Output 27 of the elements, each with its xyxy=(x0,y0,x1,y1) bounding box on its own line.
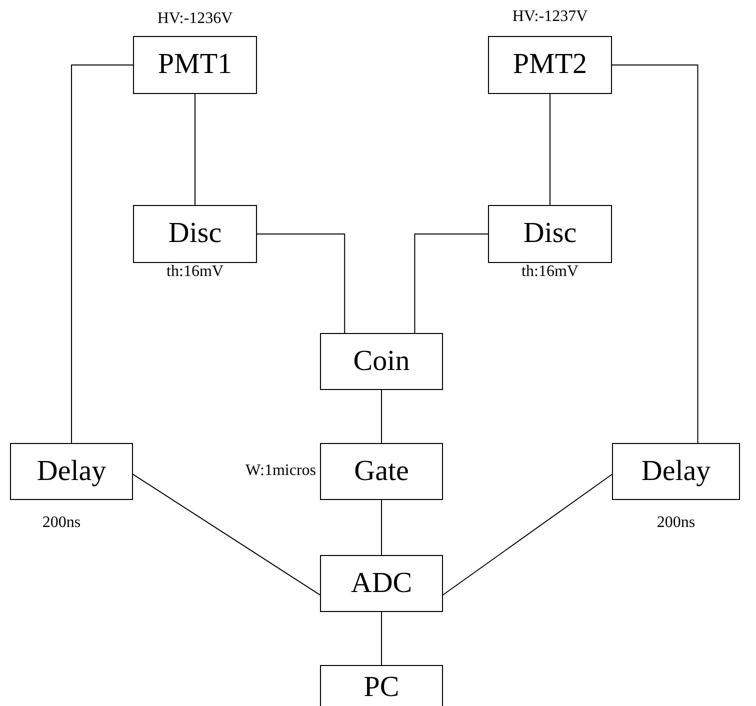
module-box: Delay xyxy=(612,443,740,500)
connector-line xyxy=(381,612,382,666)
setting-caption: W:1micros xyxy=(244,462,316,480)
setting-caption: HV:-1236V xyxy=(156,10,234,28)
setting-caption: 200ns xyxy=(656,514,696,532)
setting-caption: HV:-1237V xyxy=(511,8,589,26)
connector-line xyxy=(612,64,698,444)
setting-caption: th:16mV xyxy=(520,263,580,281)
module-box: Coin xyxy=(320,333,443,390)
setting-caption: th:16mV xyxy=(166,263,224,281)
module-box: Disc xyxy=(488,205,612,263)
module-box: PC xyxy=(320,665,443,706)
setting-caption: 200ns xyxy=(41,514,82,532)
connector-line xyxy=(132,474,320,596)
connector-line xyxy=(256,234,346,334)
module-box: Delay xyxy=(10,443,133,500)
connector-line xyxy=(442,474,612,596)
module-box: ADC xyxy=(320,555,443,612)
module-box: PMT1 xyxy=(133,36,257,94)
module-box: Gate xyxy=(320,443,443,500)
connector-line xyxy=(381,390,382,444)
connector-line xyxy=(381,500,382,556)
connector-line xyxy=(414,234,488,334)
module-box: PMT2 xyxy=(488,36,612,94)
connector-line xyxy=(194,94,196,206)
connector-line xyxy=(71,64,134,444)
module-box: Disc xyxy=(133,205,257,263)
